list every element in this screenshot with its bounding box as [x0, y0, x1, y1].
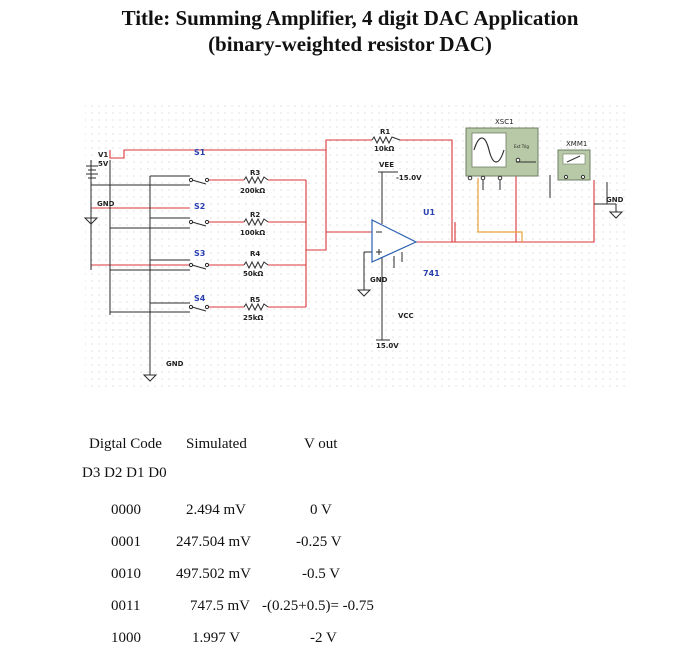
black-wires	[90, 160, 616, 375]
switch-s4-label: S4	[194, 294, 206, 303]
opamp-u1	[371, 219, 418, 268]
multimeter-xmm1	[557, 149, 591, 181]
switch-s3-label: S3	[194, 249, 205, 258]
scope-name: XSC1	[495, 118, 514, 126]
oscilloscope-xsc1	[465, 127, 539, 181]
resistor-zigzags	[243, 135, 401, 312]
meter-name: XMM1	[566, 140, 587, 148]
header-digital-code: Digtal Code	[89, 436, 162, 452]
title-line-2: (binary-weighted resistor DAC)	[208, 32, 492, 56]
row-0-vout: 0 V	[310, 502, 332, 518]
r2-value: 100kΩ	[240, 229, 265, 237]
ground-symbol-right	[608, 204, 624, 219]
row-1-simulated: 247.504 mV	[176, 534, 251, 550]
row-3-simulated: 747.5 mV	[190, 598, 250, 614]
row-4-vout: -2 V	[310, 630, 337, 646]
row-0-simulated: 2.494 mV	[186, 502, 246, 518]
title-line-1: Title: Summing Amplifier, 4 digit DAC Ap…	[121, 6, 579, 30]
row-3-code: 0011	[111, 598, 141, 614]
ground-symbol-opamp	[356, 289, 372, 297]
switch-s1-label: S1	[194, 148, 206, 157]
vcc-label: VCC	[398, 312, 414, 320]
r1-value: 10kΩ	[374, 145, 394, 153]
r5-value: 25kΩ	[243, 314, 263, 322]
r2-name: R2	[250, 211, 260, 219]
opamp-model: 741	[423, 269, 440, 278]
r1-name: R1	[380, 128, 390, 136]
r5-name: R5	[250, 296, 260, 304]
row-2-simulated: 497.502 mV	[176, 566, 251, 582]
header-vout: V out	[304, 436, 338, 452]
ground-symbol-left	[83, 210, 99, 225]
header-simulated: Simulated	[186, 436, 247, 452]
r3-name: R3	[250, 169, 260, 177]
vcc-value: 15.0V	[376, 342, 399, 350]
row-0-code: 0000	[111, 502, 141, 518]
r4-value: 50kΩ	[243, 270, 263, 278]
gnd-label-bottom: GND	[166, 360, 184, 368]
switch-s2-label: S2	[194, 202, 205, 211]
switch-group	[188, 177, 210, 312]
row-2-vout: -0.5 V	[302, 566, 341, 582]
r3-value: 200kΩ	[240, 187, 265, 195]
opamp-name: U1	[423, 208, 435, 217]
r4-name: R4	[250, 250, 260, 258]
bits-label: D3 D2 D1 D0	[82, 465, 167, 481]
gnd-label-opamp: GND	[370, 276, 388, 284]
v1-name: V1	[98, 151, 108, 159]
row-3-vout: -(0.25+0.5)= -0.75	[262, 598, 374, 614]
vee-label: VEE	[379, 161, 394, 169]
gnd-label-left: GND	[97, 200, 115, 208]
v1-value: 5V	[98, 160, 109, 168]
scope-ext-trig-label: Ext Trig	[514, 144, 529, 149]
battery-v1	[86, 165, 98, 179]
row-4-code: 1000	[111, 630, 141, 646]
circuit-schematic: V1 5V GND GND S1 S2 S3 S4 R3 200kΩ R2 10…	[83, 100, 625, 388]
gnd-label-right: GND	[606, 196, 624, 204]
row-1-vout: -0.25 V	[296, 534, 342, 550]
ground-symbol-bottom	[142, 374, 158, 382]
vee-value: -15.0V	[396, 174, 422, 182]
row-2-code: 0010	[111, 566, 141, 582]
schematic-grid	[85, 100, 625, 388]
red-wires	[91, 139, 595, 308]
row-4-simulated: 1.997 V	[192, 630, 241, 646]
row-1-code: 0001	[111, 534, 141, 550]
